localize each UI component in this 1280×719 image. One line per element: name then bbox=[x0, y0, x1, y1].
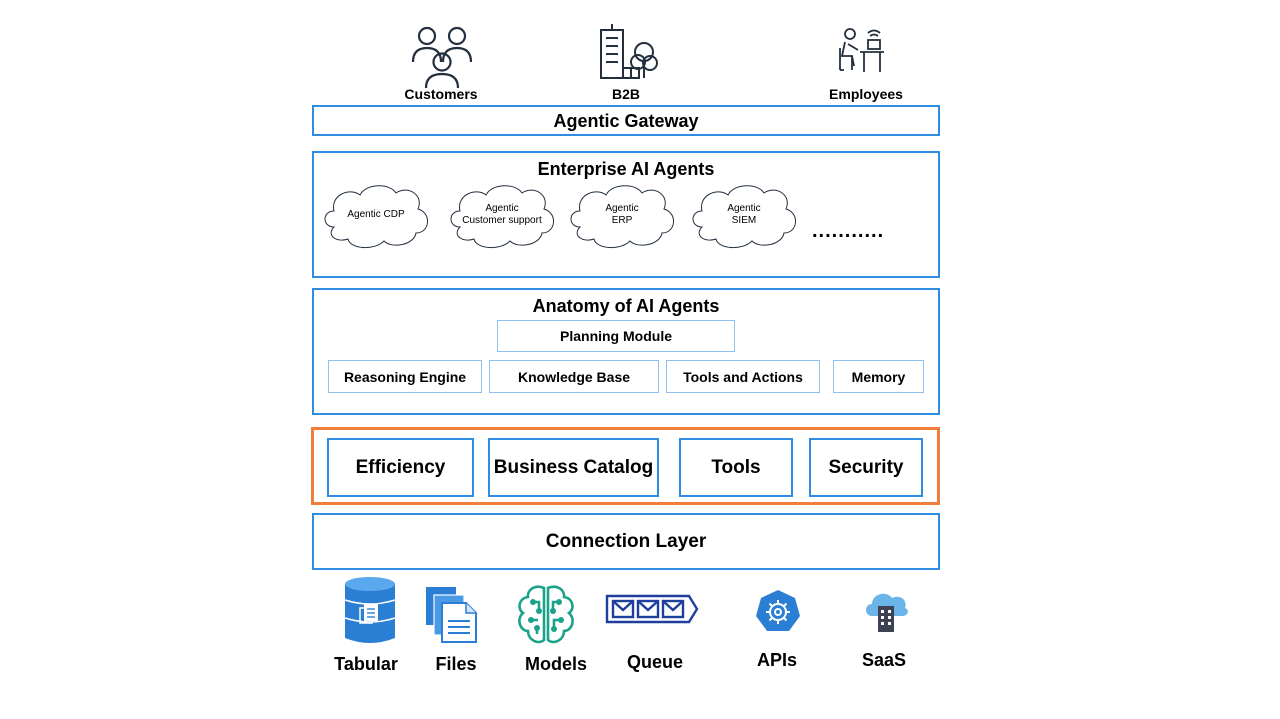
database-icon bbox=[343, 576, 397, 653]
agent-label-siem-2: SIEM bbox=[731, 215, 757, 226]
governance-highlight-frame bbox=[311, 427, 940, 505]
tools-and-actions-box: Tools and Actions bbox=[666, 360, 820, 393]
agent-label-erp-2: ERP bbox=[611, 215, 633, 226]
cloud-shape-icon bbox=[450, 185, 554, 248]
agent-cloud-siem: Agentic SIEM bbox=[688, 181, 800, 251]
more-agents-ellipsis: ........... bbox=[812, 220, 885, 242]
agent-label-customer-support-1: Agentic bbox=[485, 203, 519, 214]
connection-layer-label: Connection Layer bbox=[545, 531, 707, 552]
cloud-shape-icon bbox=[324, 185, 428, 248]
agent-cloud-cdp: Agentic CDP bbox=[320, 181, 432, 251]
agent-label-customer-support-2: Customer support bbox=[462, 215, 542, 226]
enterprise-ai-agents-title: Enterprise AI Agents bbox=[537, 159, 715, 179]
agent-cloud-customer-support: Agentic Customer support bbox=[446, 181, 558, 251]
source-label-saas: SaaS bbox=[861, 650, 907, 670]
connection-layer-box: Connection Layer bbox=[312, 513, 940, 570]
agent-label-siem-1: Agentic bbox=[727, 203, 761, 214]
source-label-files: Files bbox=[435, 654, 477, 674]
source-label-queue: Queue bbox=[626, 652, 683, 672]
user-label-customers: Customers bbox=[404, 86, 478, 102]
memory-box: Memory bbox=[833, 360, 924, 393]
cloud-building-icon bbox=[862, 588, 910, 639]
agent-cloud-erp: Agentic ERP bbox=[566, 181, 678, 251]
ai-brain-icon bbox=[513, 582, 579, 653]
knowledge-base-box: Knowledge Base bbox=[489, 360, 659, 393]
reasoning-engine-box: Reasoning Engine bbox=[328, 360, 482, 393]
agentic-gateway-box: Agentic Gateway bbox=[312, 105, 940, 136]
api-gear-icon bbox=[754, 588, 802, 641]
tools-box: Tools bbox=[679, 438, 793, 497]
cloud-shape-icon bbox=[692, 185, 796, 248]
user-label-employees: Employees bbox=[829, 86, 903, 102]
source-label-tabular: Tabular bbox=[334, 654, 398, 674]
anatomy-title: Anatomy of AI Agents bbox=[532, 296, 720, 316]
employee-at-desk-icon bbox=[838, 24, 892, 81]
agent-label-cdp: Agentic CDP bbox=[347, 209, 405, 220]
user-label-b2b: B2B bbox=[611, 86, 640, 102]
source-label-models: Models bbox=[524, 654, 587, 674]
agentic-gateway-label: Agentic Gateway bbox=[553, 111, 699, 131]
agent-label-erp-1: Agentic bbox=[605, 203, 639, 214]
cloud-shape-icon bbox=[570, 185, 674, 248]
customers-icon bbox=[408, 22, 476, 95]
security-box: Security bbox=[809, 438, 923, 497]
efficiency-box: Efficiency bbox=[327, 438, 474, 497]
source-label-apis: APIs bbox=[756, 650, 798, 670]
files-icon bbox=[424, 585, 478, 648]
building-icon bbox=[596, 22, 662, 87]
message-queue-icon bbox=[605, 593, 699, 630]
business-catalog-box: Business Catalog bbox=[488, 438, 659, 497]
planning-module-box: Planning Module bbox=[497, 320, 735, 352]
